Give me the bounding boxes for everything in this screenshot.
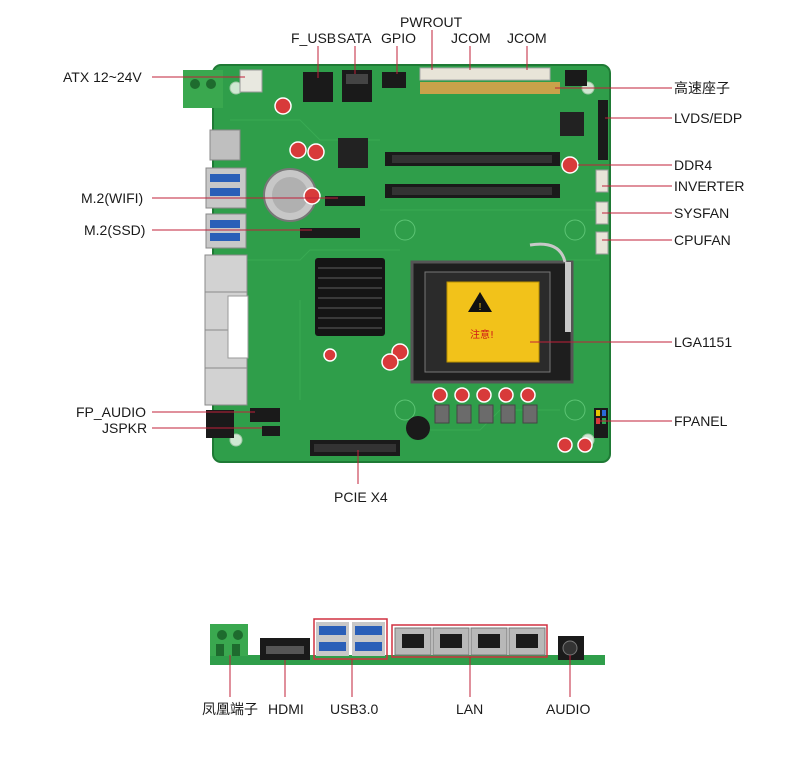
label-usb30: USB3.0 bbox=[330, 701, 379, 717]
label-cpufan: CPUFAN bbox=[674, 232, 731, 248]
capacitors bbox=[274, 97, 593, 453]
fpanel-header bbox=[594, 408, 608, 438]
label-phoenix-terminal: 凤凰端子 bbox=[202, 701, 258, 717]
label-jspkr: JSPKR bbox=[102, 420, 148, 436]
label-fpanel: FPANEL bbox=[674, 413, 728, 429]
label-m2-ssd: M.2(SSD) bbox=[84, 222, 146, 238]
label-sysfan: SYSFAN bbox=[674, 205, 730, 221]
board-top-view: ! 注意! bbox=[183, 64, 611, 463]
label-lan: LAN bbox=[456, 701, 484, 717]
warning-text: 注意! bbox=[470, 328, 494, 341]
fan-headers bbox=[595, 169, 609, 255]
label-highspeed-connector: 高速座子 bbox=[674, 80, 730, 96]
label-jcom-1: JCOM bbox=[451, 30, 491, 46]
label-inverter: INVERTER bbox=[674, 178, 745, 194]
label-fp-audio: FP_AUDIO bbox=[76, 404, 147, 420]
top-headers bbox=[303, 67, 587, 102]
m2-ssd-slot bbox=[300, 228, 360, 238]
label-lvds-edp: LVDS/EDP bbox=[674, 110, 743, 126]
label-gpio: GPIO bbox=[381, 30, 417, 46]
label-sata: SATA bbox=[337, 30, 372, 46]
svg-text:!: ! bbox=[479, 302, 482, 313]
label-f-usb: F_USB bbox=[291, 30, 337, 46]
label-atx: ATX 12~24V bbox=[63, 69, 142, 85]
label-pwrout: PWROUT bbox=[400, 14, 463, 30]
label-pcie-x4: PCIE X4 bbox=[334, 489, 388, 505]
pcie-x4-slot bbox=[310, 440, 400, 456]
label-hdmi: HDMI bbox=[268, 701, 304, 717]
ddr4-slots bbox=[385, 152, 560, 198]
left-io bbox=[204, 129, 249, 438]
chokes bbox=[434, 404, 538, 424]
leader-lines bbox=[152, 30, 672, 697]
chipset-heatsink bbox=[315, 258, 385, 336]
label-lga1151: LGA1151 bbox=[674, 334, 733, 350]
atx-power-connector bbox=[183, 69, 263, 108]
label-ddr4: DDR4 bbox=[674, 157, 713, 173]
lga1151-socket: ! 注意! bbox=[410, 242, 574, 384]
label-m2-wifi: M.2(WIFI) bbox=[81, 190, 144, 206]
label-audio: AUDIO bbox=[546, 701, 591, 717]
m2-wifi-slot bbox=[325, 196, 365, 206]
board-rear-view bbox=[210, 618, 605, 665]
label-jcom-2: JCOM bbox=[507, 30, 547, 46]
